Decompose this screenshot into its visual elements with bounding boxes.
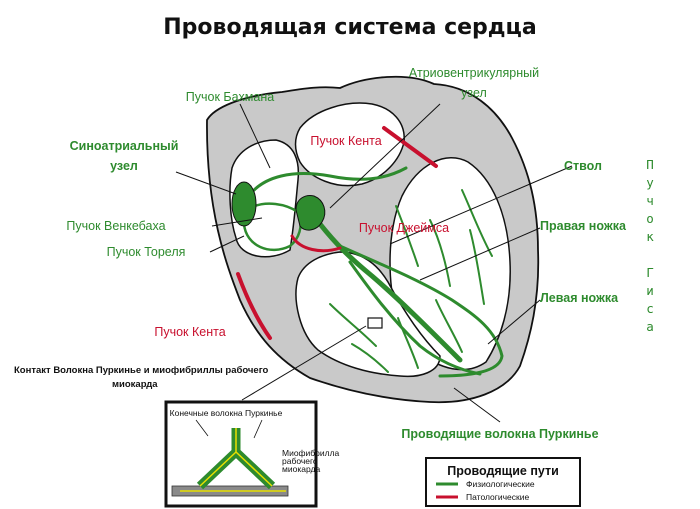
his-letter: и <box>646 283 654 298</box>
his-letter: ч <box>646 193 654 208</box>
label-james: Пучок Джеймса <box>359 221 449 235</box>
his-letter: П <box>646 157 654 172</box>
bachmann-bundle-path <box>244 166 408 202</box>
inset-panel: Конечные волокна Пуркинье Миофибрилла ра… <box>164 400 340 508</box>
left-atrium-chamber <box>294 102 405 187</box>
left-bundle-branch <box>338 244 504 378</box>
his-letter: с <box>646 301 654 316</box>
left-ventricle-chamber <box>389 157 511 371</box>
inset-caption-line1: Контакт Волокна Пуркинье и миофибриллы р… <box>14 365 269 376</box>
his-letter: а <box>646 319 654 334</box>
label-sinoatrial-line2: узел <box>110 159 138 173</box>
label-sinoatrial-line1: Синоатриальный <box>70 139 179 153</box>
his-letter: у <box>646 175 654 190</box>
inset-leader-left <box>195 419 209 437</box>
myofibril-label-line2: рабочего <box>282 456 318 466</box>
label-wenckebach: Пучок Венкебаха <box>66 219 165 233</box>
page-title: Проводящая система сердца <box>163 15 536 40</box>
legend-label-pathological: Патологические <box>466 492 529 502</box>
label-left-branch: Левая ножка <box>540 291 619 305</box>
inset-terminal-fibers-label: Конечные волокна Пуркинье <box>170 408 283 418</box>
leader-lines <box>175 103 573 423</box>
his-bundle-trunk <box>317 221 463 363</box>
atrioventricular-node <box>295 195 326 231</box>
james-bundle-path <box>290 234 342 253</box>
label-thorel: Пучок Тореля <box>107 245 186 259</box>
inset-caption-line2: миокарда <box>112 379 158 390</box>
label-kent-upper: Пучок Кента <box>310 134 381 148</box>
label-his-bundle-vertical: П у ч о к Г и с а <box>646 157 654 334</box>
label-right-branch: Правая ножка <box>540 219 627 233</box>
label-atrioventricular: Атриовентрикулярный узел <box>409 66 539 100</box>
myofibril-label-line3: миокарда <box>282 464 320 474</box>
inset-leader-right <box>253 419 263 439</box>
his-letter: Г <box>646 265 654 280</box>
label-atrioventricular-line2: узел <box>461 86 487 100</box>
legend-title: Проводящие пути <box>447 464 559 478</box>
right-atrium-chamber <box>229 139 300 258</box>
label-atrioventricular-line1: Атриовентрикулярный <box>409 66 539 80</box>
label-bachmann: Пучок Бахмана <box>186 90 274 104</box>
right-ventricle-chamber <box>295 251 441 378</box>
sinoatrial-node <box>231 181 257 227</box>
purkinje-fiber-4 <box>329 303 377 347</box>
zoom-marker <box>367 317 383 329</box>
purkinje-fiber-5 <box>351 343 389 373</box>
label-purkinje-fibers: Проводящие волокна Пуркинье <box>401 427 598 441</box>
myofibril-label-line1: Миофибрилла <box>282 448 340 458</box>
his-letter: к <box>646 229 654 244</box>
purkinje-fiber-3 <box>469 229 485 305</box>
right-bundle-branch <box>348 260 482 376</box>
label-sinoatrial: Синоатриальный узел <box>70 139 179 173</box>
label-kent-lower: Пучок Кента <box>154 325 225 339</box>
kent-bundle-lower-path <box>236 272 272 340</box>
purkinje-fiber-inset-core <box>180 428 286 492</box>
kent-bundle-upper-path <box>382 126 438 168</box>
his-letter: о <box>646 211 654 226</box>
legend-label-physiological: Физиологические <box>466 479 535 489</box>
legend: Проводящие пути Физиологические Патологи… <box>425 457 581 507</box>
label-trunk: Ствол <box>564 159 602 173</box>
purkinje-fiber-7 <box>435 299 463 353</box>
purkinje-fiber-6 <box>397 317 419 369</box>
physiological-pathways <box>242 166 504 378</box>
